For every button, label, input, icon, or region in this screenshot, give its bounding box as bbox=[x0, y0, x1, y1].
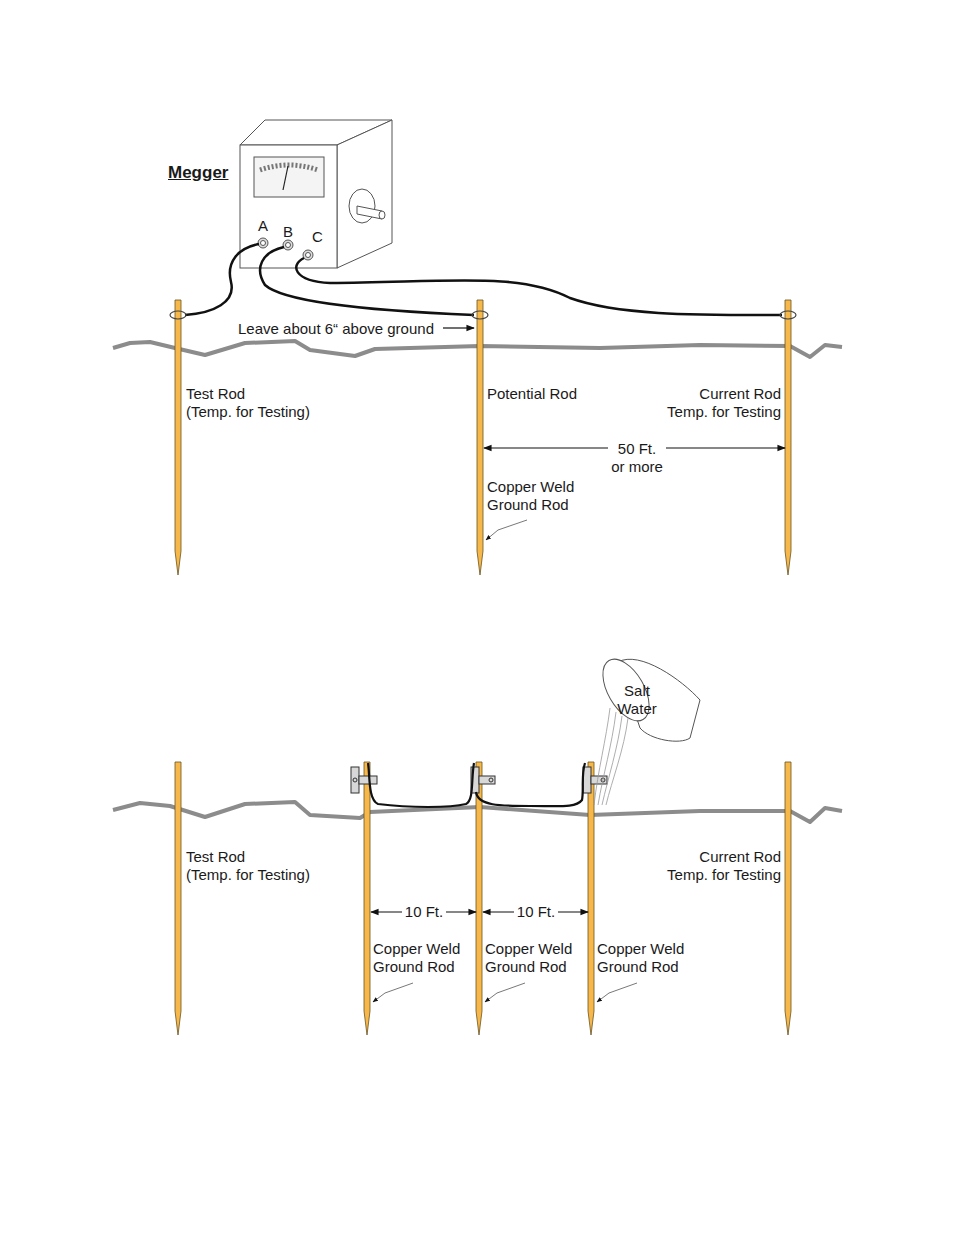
label: Salt Water bbox=[617, 682, 656, 718]
leader-line bbox=[486, 520, 527, 540]
ground-rod bbox=[588, 762, 594, 1035]
label: B bbox=[283, 223, 293, 241]
ground-rod bbox=[785, 762, 791, 1035]
label: Copper Weld Ground Rod bbox=[487, 478, 574, 514]
rod-clip bbox=[170, 311, 796, 319]
label: Test Rod (Temp. for Testing) bbox=[186, 385, 310, 421]
test-lead bbox=[185, 244, 782, 315]
label: Leave about 6“ above ground bbox=[238, 320, 434, 338]
label: C bbox=[312, 228, 323, 246]
label: A bbox=[258, 217, 268, 235]
leader-line bbox=[373, 983, 637, 1002]
ground-rod bbox=[477, 300, 483, 575]
label: 10 Ft. bbox=[514, 903, 558, 921]
label: Copper Weld Ground Rod bbox=[373, 940, 460, 976]
ground-rod bbox=[476, 762, 482, 1035]
ground-rod bbox=[175, 300, 181, 575]
label: Current Rod Temp. for Testing bbox=[667, 385, 781, 421]
salt-water-bucket bbox=[593, 652, 700, 805]
label: Current Rod Temp. for Testing bbox=[667, 848, 781, 884]
leader-arrow bbox=[443, 327, 474, 328]
label: 10 Ft. bbox=[402, 903, 446, 921]
label: 50 Ft. or more bbox=[608, 440, 666, 476]
bond-wire bbox=[368, 763, 585, 807]
ground-rod bbox=[785, 300, 791, 575]
device-title: Megger bbox=[168, 164, 228, 182]
megger-device bbox=[240, 120, 392, 268]
label: Potential Rod bbox=[487, 385, 577, 403]
label: Test Rod (Temp. for Testing) bbox=[186, 848, 310, 884]
ground-clamp bbox=[351, 767, 607, 793]
label: Copper Weld Ground Rod bbox=[485, 940, 572, 976]
ground-rod bbox=[364, 762, 370, 1035]
ground-rod bbox=[175, 762, 181, 1035]
label: Copper Weld Ground Rod bbox=[597, 940, 684, 976]
